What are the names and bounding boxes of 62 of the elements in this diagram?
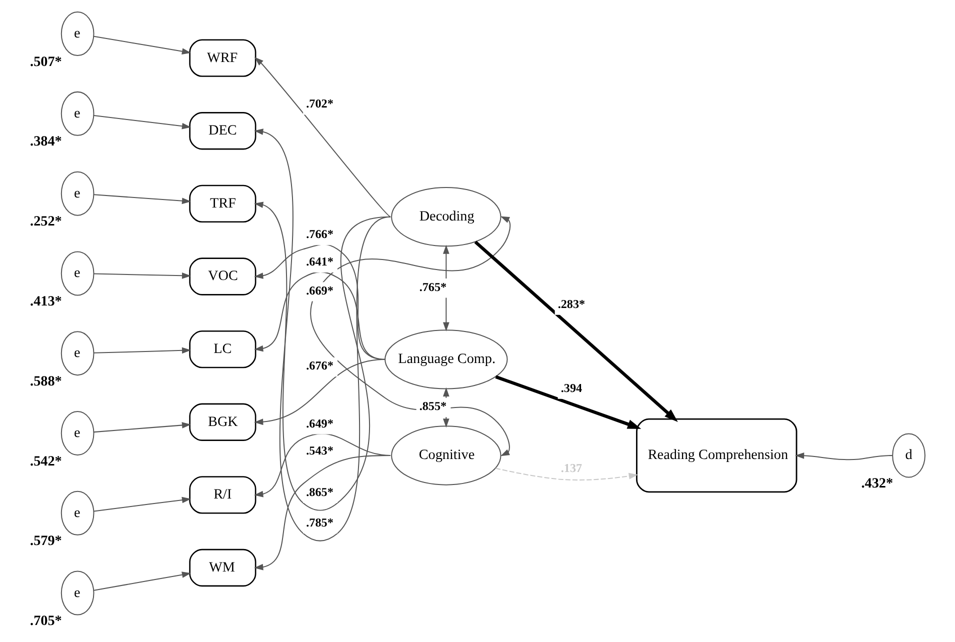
arrow bbox=[94, 496, 192, 512]
arrow bbox=[254, 358, 386, 426]
node-ellipse: e bbox=[60, 171, 94, 216]
arrow bbox=[254, 128, 391, 542]
arrow bbox=[795, 452, 893, 460]
arrow bbox=[254, 202, 391, 511]
node-box: TRF bbox=[189, 184, 256, 223]
node-ellipse: Cognitive bbox=[391, 426, 502, 486]
node-box: VOC bbox=[189, 258, 256, 296]
arrow bbox=[94, 272, 192, 279]
edge-label: .765* bbox=[419, 280, 447, 294]
node-label: .413* bbox=[30, 294, 62, 310]
node-ellipse: Language Comp. bbox=[384, 330, 508, 390]
arrow bbox=[254, 57, 391, 218]
arrow bbox=[442, 244, 450, 332]
edge-label: .865* bbox=[306, 485, 334, 500]
arrow bbox=[474, 240, 678, 422]
edge-label: .785* bbox=[306, 515, 334, 530]
edge-label: .669* bbox=[306, 283, 334, 298]
node-box: DEC bbox=[189, 112, 256, 150]
node-label: .542* bbox=[30, 453, 62, 470]
edge-label: .543* bbox=[306, 444, 334, 458]
node-box: WRF bbox=[189, 39, 256, 77]
edge-label: .702* bbox=[306, 96, 334, 111]
node-label: .588* bbox=[30, 373, 62, 390]
edge-label: .676* bbox=[306, 358, 334, 373]
edge-label: .394 bbox=[560, 380, 582, 395]
node-label: .507* bbox=[30, 54, 62, 70]
node-box: R/I bbox=[189, 476, 256, 514]
node-box: BGK bbox=[189, 403, 256, 441]
node-ellipse: e bbox=[60, 570, 94, 616]
node-ellipse: e bbox=[60, 411, 94, 456]
node-ellipse: e bbox=[60, 251, 94, 296]
node-label: .252* bbox=[30, 214, 62, 230]
arrow bbox=[94, 347, 192, 354]
node-label: .384* bbox=[30, 134, 62, 150]
node-label: .432* bbox=[861, 476, 894, 492]
edge-label: .283* bbox=[558, 296, 586, 311]
arrow bbox=[254, 455, 391, 570]
node-box: WM bbox=[189, 548, 256, 587]
node-ellipse: e bbox=[60, 91, 94, 136]
node-ellipse: Decoding bbox=[391, 187, 502, 247]
edge-label: .855* bbox=[419, 399, 447, 414]
edge-label: .641* bbox=[306, 254, 334, 268]
arrow bbox=[94, 194, 192, 204]
node-ellipse: e bbox=[60, 331, 94, 376]
arrow bbox=[94, 36, 192, 54]
arrow bbox=[94, 422, 192, 433]
arrow bbox=[495, 468, 638, 480]
node-label: .705* bbox=[30, 613, 62, 630]
arrow bbox=[94, 115, 192, 130]
arrow bbox=[495, 375, 642, 429]
edge-label: .649* bbox=[306, 416, 334, 430]
node-ellipse: e bbox=[60, 12, 94, 56]
edge-label: .766* bbox=[306, 227, 334, 242]
node-label: .579* bbox=[30, 533, 62, 550]
arrow bbox=[94, 572, 192, 591]
node-box: LC bbox=[189, 330, 256, 368]
arrow bbox=[310, 216, 511, 456]
node-box: Reading Comprehension bbox=[636, 418, 798, 493]
node-ellipse: e bbox=[60, 490, 94, 536]
node-ellipse: d bbox=[892, 433, 926, 478]
